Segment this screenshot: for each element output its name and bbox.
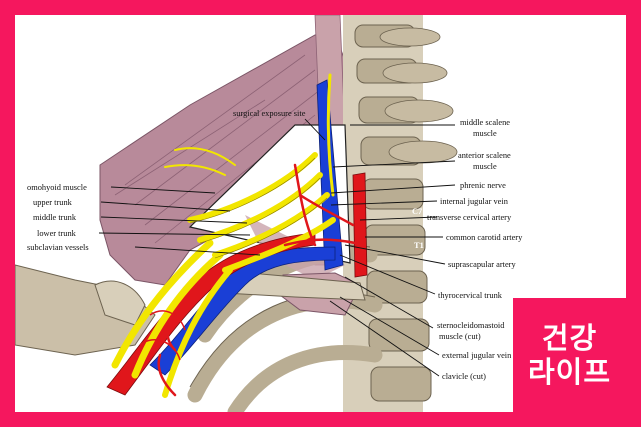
label-anterior-scalene-1: anterior scalene	[458, 151, 511, 160]
label-sternocleidomastoid-2: muscle (cut)	[439, 332, 481, 341]
label-omohyoid-muscle: omohyoid muscle	[27, 183, 87, 192]
scapula	[15, 264, 156, 356]
label-anterior-scalene-2: muscle	[473, 162, 497, 171]
label-c7: C7	[412, 207, 422, 216]
label-lower-trunk: lower trunk	[37, 229, 77, 238]
badge-line-1: 건강	[541, 321, 598, 355]
label-thyrocervical-trunk: thyrocervical trunk	[438, 291, 503, 300]
labels: surgical exposure site middle scalene mu…	[27, 109, 523, 381]
subclavian-artery	[106, 232, 316, 396]
label-external-jugular-vein: external jugular vein	[442, 351, 512, 360]
label-suprascapular-artery: suprascapular artery	[448, 260, 516, 269]
neck-muscle-striations	[114, 54, 321, 244]
label-subclavian-vessels: subclavian vessels	[27, 243, 89, 252]
vertebra-processes	[379, 27, 458, 164]
anatomy-illustration: surgical exposure site middle scalene mu…	[15, 15, 626, 412]
label-middle-scalene-1: middle scalene	[460, 118, 510, 127]
small-arteries	[157, 163, 357, 397]
label-sternocleidomastoid-1: sternocleidomastoid	[437, 321, 505, 330]
label-t1: T1	[414, 241, 424, 250]
label-clavicle: clavicle (cut)	[442, 372, 486, 381]
label-surgical-exposure-site: surgical exposure site	[233, 109, 306, 118]
logo-badge: 건강 라이프	[513, 298, 626, 412]
artery-wraps	[139, 310, 186, 361]
label-middle-trunk: middle trunk	[33, 213, 77, 222]
brachial-plexus	[111, 73, 336, 398]
badge-line-2: 라이프	[527, 355, 612, 389]
humerus	[94, 280, 146, 326]
leader-lines	[98, 118, 456, 377]
brachial-plexus-diagram: surgical exposure site middle scalene mu…	[15, 15, 523, 412]
label-phrenic-nerve: phrenic nerve	[460, 181, 506, 190]
label-middle-scalene-2: muscle	[473, 129, 497, 138]
label-upper-trunk: upper trunk	[33, 198, 73, 207]
label-common-carotid-artery: common carotid artery	[446, 233, 523, 242]
label-transverse-cervical-artery: transverse cervical artery	[427, 213, 512, 222]
label-internal-jugular-vein: internal jugular vein	[440, 197, 509, 206]
